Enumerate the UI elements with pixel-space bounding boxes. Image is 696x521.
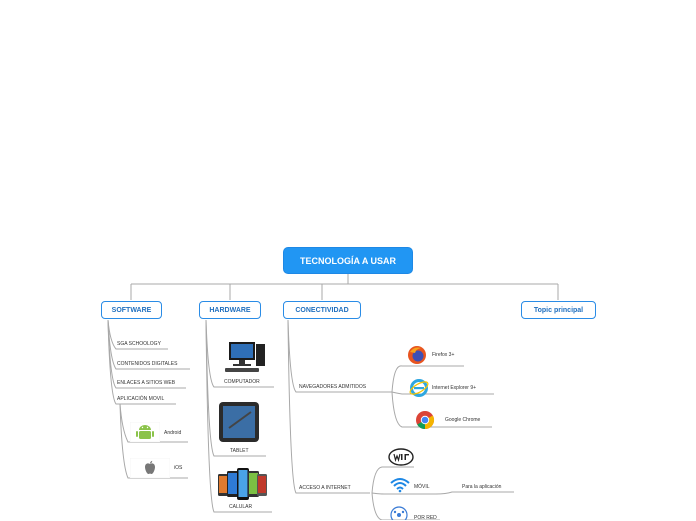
software-item-aplicacion[interactable]: APLICACIÓN MOVIL bbox=[117, 396, 165, 402]
branch-hardware-label: HARDWARE bbox=[209, 306, 251, 314]
smartphones-icon bbox=[218, 468, 267, 500]
branch-conectividad[interactable]: CONECTIVIDAD bbox=[283, 301, 361, 319]
tablet-icon bbox=[219, 402, 259, 442]
branch-conectividad-label: CONECTIVIDAD bbox=[295, 306, 349, 314]
browser-ie-label[interactable]: Internet Explorer 9+ bbox=[432, 385, 477, 391]
firefox-icon bbox=[408, 346, 426, 364]
software-item-enlaces[interactable]: ENLACES A SITIOS WEB bbox=[117, 380, 176, 386]
branch-hardware[interactable]: HARDWARE bbox=[199, 301, 261, 319]
navegadores-label[interactable]: NAVEGADORES ADMITIDOS bbox=[299, 384, 367, 390]
acceso-para-aplicacion-label[interactable]: Para la aplicación bbox=[462, 484, 502, 490]
software-item-sga[interactable]: SGA SCHOOLOGY bbox=[117, 341, 161, 347]
browser-firefox-label[interactable]: Firefox 3+ bbox=[432, 352, 455, 358]
acceso-movil-label[interactable]: MÓVIL bbox=[414, 484, 430, 490]
app-android-label[interactable]: Android bbox=[164, 430, 182, 436]
acceso-internet-label[interactable]: ACCESO A INTERNET bbox=[299, 485, 351, 491]
root-node[interactable]: TECNOLOGÍA A USAR bbox=[284, 248, 412, 273]
android-icon bbox=[130, 422, 160, 442]
acceso-por-red-label[interactable]: POR RED bbox=[414, 515, 437, 521]
browser-chrome-label[interactable]: Google Chrome bbox=[445, 417, 481, 423]
apple-icon bbox=[130, 458, 170, 478]
app-ios-label[interactable]: iOS bbox=[174, 465, 183, 471]
branch-topic-principal[interactable]: Topic principal bbox=[521, 301, 596, 319]
wifi-signal-icon bbox=[390, 478, 410, 493]
computer-icon bbox=[225, 342, 265, 372]
internet-explorer-icon bbox=[409, 379, 429, 397]
wifi-logo-icon bbox=[388, 448, 414, 466]
branch-software-label: SOFTWARE bbox=[111, 306, 152, 314]
branch-topic-label: Topic principal bbox=[533, 306, 584, 314]
hardware-computador-label[interactable]: COMPUTADOR bbox=[224, 379, 260, 385]
software-item-contenidos[interactable]: CONTENIDOS DIGITALES bbox=[117, 361, 178, 367]
hardware-tablet-label[interactable]: TABLET bbox=[230, 448, 249, 454]
root-title: TECNOLOGÍA A USAR bbox=[300, 255, 396, 266]
google-chrome-icon bbox=[416, 411, 435, 429]
branch-software[interactable]: SOFTWARE bbox=[101, 301, 162, 319]
hardware-calular-label[interactable]: CALULAR bbox=[229, 504, 253, 510]
network-icon bbox=[390, 506, 408, 520]
